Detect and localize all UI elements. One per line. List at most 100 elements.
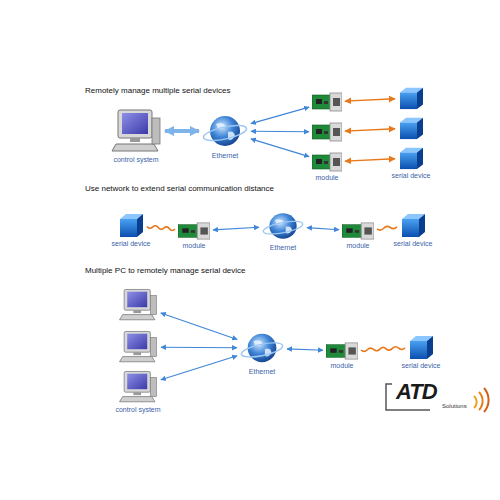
icon-label: control system	[113, 156, 158, 163]
logo-text: ATD	[396, 381, 437, 403]
cube-front	[120, 219, 137, 237]
icon-label: serial device	[392, 172, 431, 179]
logo-wave	[484, 388, 489, 412]
globe-icon	[262, 210, 304, 242]
logo-subtext: Solutions	[442, 403, 467, 409]
device-cube	[400, 212, 426, 238]
rj45-jack	[330, 93, 342, 111]
network-arrow	[161, 313, 237, 340]
monitor-screen	[127, 334, 147, 350]
jack-opening	[333, 98, 340, 106]
module-icon	[326, 342, 358, 360]
module-node: module	[178, 222, 210, 240]
network-arrow	[161, 347, 237, 349]
cube-node: serial device	[400, 212, 426, 238]
chip	[330, 348, 336, 353]
orbit-ring	[202, 123, 248, 144]
monitor-screen	[127, 292, 147, 308]
cube-node: serial device	[408, 334, 434, 360]
chip	[346, 228, 352, 233]
cube-side	[427, 336, 433, 359]
computer-icon	[118, 330, 158, 364]
network-arrow	[251, 139, 309, 157]
cube-node	[398, 86, 424, 110]
pc-tower	[150, 377, 156, 396]
jack-opening	[200, 227, 207, 234]
globe	[269, 213, 296, 238]
icon-label: module	[316, 174, 339, 181]
cube-node: serial device	[398, 146, 424, 170]
pc-tower	[150, 337, 156, 356]
chip	[316, 99, 322, 104]
device-cube	[118, 212, 144, 238]
cube-front	[400, 122, 417, 139]
device-cube	[398, 86, 424, 110]
jack-opening	[333, 128, 340, 136]
jack-opening	[348, 347, 355, 354]
computer-icon	[118, 288, 158, 322]
network-arrow	[307, 228, 339, 230]
module-icon	[312, 152, 342, 172]
network-arrow	[345, 129, 395, 131]
keyboard	[120, 397, 155, 402]
device-cube	[398, 116, 424, 140]
icon-label: serial device	[402, 362, 441, 369]
network-arrow	[251, 107, 309, 124]
serial-link	[361, 347, 405, 352]
serial-link	[377, 226, 397, 230]
device-cube	[398, 146, 424, 170]
icon-label: module	[347, 242, 370, 249]
monitor-frame	[118, 110, 152, 138]
section-title: Remotely manage multiple serial devices	[85, 87, 230, 95]
monitor-stand	[133, 392, 141, 395]
chip	[324, 101, 328, 104]
cube-side	[419, 214, 425, 237]
globe-icon	[202, 112, 248, 150]
jack-opening	[364, 227, 371, 234]
cube-side	[417, 148, 423, 169]
cube-side	[417, 88, 423, 109]
chip	[182, 228, 188, 233]
keyboard	[120, 315, 155, 320]
pc-node: control system	[110, 108, 162, 154]
monitor-frame	[124, 331, 150, 352]
module-node	[312, 92, 342, 112]
module-icon	[342, 222, 374, 240]
cube-node: serial device	[118, 212, 144, 238]
monitor-screen	[122, 113, 148, 134]
module-icon	[178, 222, 210, 240]
jack-opening	[333, 158, 340, 166]
network-arrow	[251, 131, 309, 133]
logo-wave	[474, 396, 477, 408]
globe-node: Ethernet	[240, 330, 284, 366]
icon-label: Ethernet	[270, 244, 296, 251]
icon-label: module	[331, 362, 354, 369]
module-node: module	[342, 222, 374, 240]
chip	[339, 350, 343, 353]
chip	[316, 159, 322, 164]
module-icon	[312, 122, 342, 142]
keyboard	[120, 357, 155, 362]
section-title: Multiple PC to remotely manage serial de…	[85, 267, 246, 275]
network-arrow	[161, 356, 237, 380]
icon-label: module	[183, 242, 206, 249]
pc-node	[118, 330, 158, 364]
monitor-stand	[133, 352, 141, 355]
network-arrow	[165, 129, 199, 133]
pc-node	[118, 288, 158, 322]
chip	[324, 131, 328, 134]
module-node: module	[312, 152, 342, 172]
chip	[324, 161, 328, 164]
monitor-frame	[124, 289, 150, 310]
cube-front	[400, 92, 417, 109]
monitor-frame	[124, 371, 150, 392]
orbit-ring	[262, 219, 304, 237]
rj45-jack	[330, 153, 342, 171]
globe	[210, 116, 240, 146]
module-icon	[312, 92, 342, 112]
device-cube	[408, 334, 434, 360]
icon-label: Ethernet	[249, 368, 275, 375]
computer-icon	[110, 108, 162, 154]
